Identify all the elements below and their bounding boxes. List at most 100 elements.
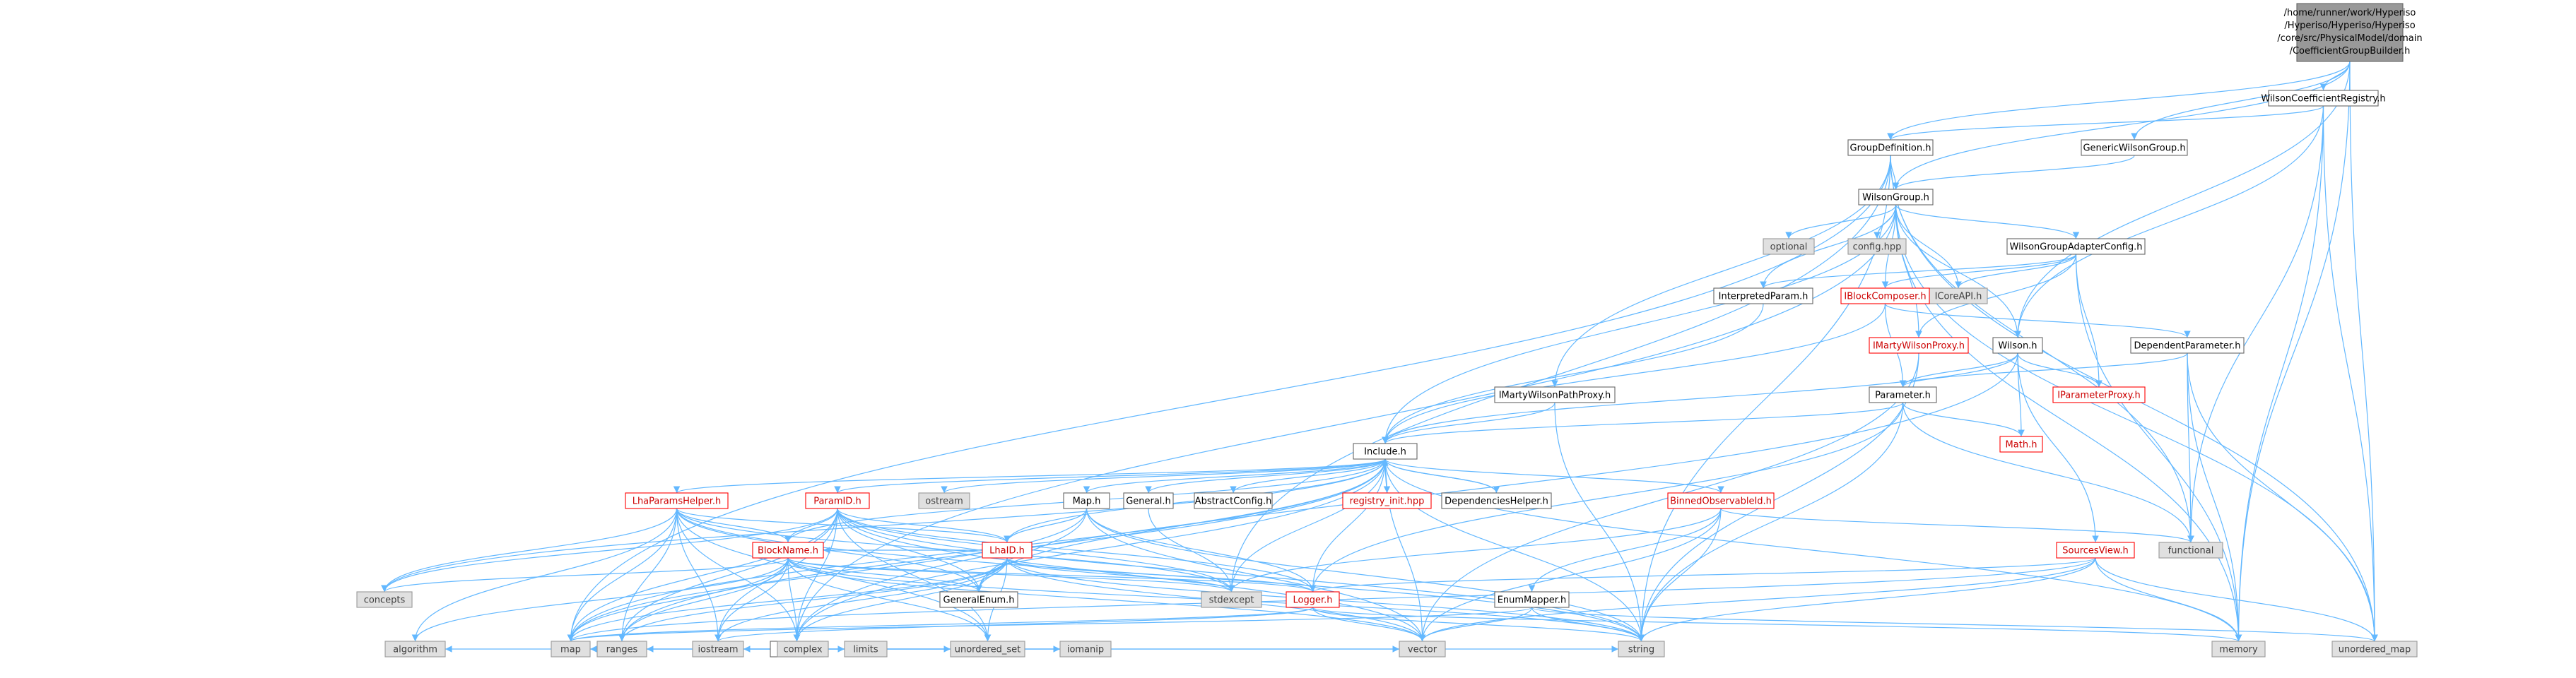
node-imartywilsonproxy[interactable]: IMartyWilsonProxy.h [1869, 337, 1969, 354]
edge-SourcesView-to-vector [1418, 557, 2096, 642]
dependency-edges [381, 61, 2378, 653]
edge-DependentParameter-to-memory [2187, 352, 2242, 642]
node-wilsongroup[interactable]: WilsonGroup.h [1858, 189, 1934, 206]
node-unordered-set[interactable]: unordered_set [950, 641, 1025, 658]
edge-Include-to-AbstractConfig [1230, 458, 1386, 494]
node-lhaid[interactable]: LhaID.h [982, 542, 1033, 559]
edge-WilsonCoefficientRegistry-to-functional [2187, 105, 2324, 543]
node-genericwilsongroup[interactable]: GenericWilsonGroup.h [2081, 139, 2188, 156]
node-sourcesview[interactable]: SourcesView.h [2056, 542, 2135, 559]
node-config[interactable]: config.hpp [1847, 238, 1907, 255]
node-box [1847, 238, 1907, 255]
node-stdexcept[interactable]: stdexcept [1201, 591, 1262, 608]
edge-Include-to-concepts [381, 458, 1386, 593]
node-wilson[interactable]: Wilson.h [1992, 337, 2043, 354]
node-label: vector [1408, 645, 1437, 655]
edge-Include-to-stdexcept [1228, 458, 1386, 593]
node-label: InterpretedParam.h [1719, 292, 1809, 302]
node-ranges[interactable]: ranges [596, 641, 647, 658]
node-box [1286, 591, 1340, 608]
node-unordered-map[interactable]: unordered_map [2331, 641, 2418, 658]
node-mathh[interactable]: Math.h [1999, 436, 2043, 453]
node-blockname[interactable]: BlockName.h [752, 542, 824, 559]
node-complex[interactable]: complex [777, 641, 829, 658]
edge-IMartyWilsonPathProxy-to-Include [1382, 402, 1555, 444]
edge-MapH-to-map [567, 508, 1088, 642]
node-label: IMartyWilsonPathProxy.h [1499, 391, 1611, 401]
node-iblockcomposer[interactable]: IBlockComposer.h [1840, 287, 1930, 304]
node-binnedobservableid[interactable]: BinnedObservableId.h [1667, 492, 1775, 509]
node-iparameterproxy[interactable]: IParameterProxy.h [2052, 386, 2146, 403]
node-box [1618, 641, 1665, 658]
node-box [2056, 542, 2135, 559]
node-dependentparameter[interactable]: DependentParameter.h [2130, 337, 2245, 354]
node-map[interactable]: map [551, 641, 591, 658]
node-wilsongroupadapterconfig[interactable]: WilsonGroupAdapterConfig.h [2006, 238, 2146, 255]
edge-IBlockComposer-to-Include [1382, 303, 1886, 444]
edge-ParamID-to-LhaID [837, 508, 1011, 543]
node-string[interactable]: string [1618, 641, 1665, 658]
edge-WilsonGroupAdapterConfig-to-IBlockComposer [1881, 254, 2077, 289]
edge-InterpretedParam-to-Include [1382, 303, 1764, 444]
edge-WilsonGroup-to-unordered_map [1895, 204, 2378, 642]
node-box [625, 492, 729, 509]
node-label: concepts [364, 595, 406, 606]
edge-MapH-to-GeneralEnum [975, 508, 1088, 593]
node-box [1494, 386, 1616, 403]
node-include[interactable]: Include.h [1353, 443, 1418, 460]
node-label: IBlockComposer.h [1844, 292, 1926, 302]
node-wilsoncoefficientregistry[interactable]: WilsonCoefficientRegistry.h [2261, 90, 2386, 107]
node-icoreapi[interactable]: ICoreAPI.h [1929, 287, 1988, 304]
node-paramid[interactable]: ParamID.h [805, 492, 870, 509]
node-registry-init[interactable]: registry_init.hpp [1342, 492, 1432, 509]
node-label: DependentParameter.h [2134, 341, 2241, 352]
node-interpretedparam[interactable]: InterpretedParam.h [1713, 287, 1813, 304]
edge-Parameter-to-Logger [1309, 402, 1904, 593]
edge-WilsonGroup-to-Wilson [1895, 204, 2021, 338]
edge-LhaParamsHelper-to-BlockName [676, 508, 792, 543]
node-generalenum[interactable]: GeneralEnum.h [939, 591, 1018, 608]
edge-EnumMapper-to-map [567, 607, 1533, 642]
node-dependencieshelper[interactable]: DependenciesHelper.h [1441, 492, 1552, 509]
node-optional[interactable]: optional [1763, 238, 1815, 255]
node-iostream[interactable]: iostream [692, 641, 744, 658]
node-iomanip[interactable]: iomanip [1059, 641, 1112, 658]
node-box [596, 641, 647, 658]
node-vector[interactable]: vector [1399, 641, 1446, 658]
node-label: LhaID.h [989, 546, 1025, 557]
node-imartywilsonpathproxy[interactable]: IMartyWilsonPathProxy.h [1494, 386, 1616, 403]
node-groupdefinition[interactable]: GroupDefinition.h [1847, 139, 1934, 156]
node-label: stdexcept [1209, 595, 1254, 606]
edge-WilsonGroup-to-WilsonGroupAdapterConfig [1895, 204, 2080, 239]
node-ostream[interactable]: ostream [918, 492, 970, 509]
node-generalh[interactable]: General.h [1123, 492, 1174, 509]
node-concepts[interactable]: concepts [356, 591, 413, 608]
node-lhaparamshelper[interactable]: LhaParamsHelper.h [625, 492, 729, 509]
node-box [844, 641, 888, 658]
node-root[interactable]: /home/runner/work/Hyperiso/Hyperiso/Hype… [2277, 3, 2423, 62]
node-logger[interactable]: Logger.h [1286, 591, 1340, 608]
node-memory[interactable]: memory [2211, 641, 2266, 658]
edge-WilsonGroup-to-InterpretedParam [1760, 204, 1897, 289]
node-box [939, 591, 1018, 608]
node-algorithm[interactable]: algorithm [384, 641, 446, 658]
node-label: GenericWilsonGroup.h [2083, 143, 2185, 154]
edge-Wilson-to-Include [1382, 352, 2018, 444]
node-abstractconfig[interactable]: AbstractConfig.h [1194, 492, 1273, 509]
root-label-line: /Hyperiso/Hyperiso/Hyperiso [2284, 20, 2415, 31]
node-enummapper[interactable]: EnumMapper.h [1494, 591, 1570, 608]
node-box [2296, 3, 2404, 62]
edge-LhaParamsHelper-to-map [567, 508, 678, 642]
node-label: Wilson.h [1998, 341, 2037, 352]
node-functional[interactable]: functional [2158, 542, 2223, 559]
node-label: EnumMapper.h [1498, 595, 1567, 606]
node-box [1847, 139, 1934, 156]
edge-IBlockComposer-to-DependentParameter [1884, 303, 2191, 338]
node-maph[interactable]: Map.h [1063, 492, 1110, 509]
edge-Parameter-to-Include [1382, 402, 1904, 444]
edge-GenericWilsonGroup-to-WilsonGroup [1892, 155, 2135, 190]
edge-LhaID-to-ranges [618, 557, 1008, 642]
node-parameter[interactable]: Parameter.h [1869, 386, 1937, 403]
node-limits[interactable]: limits [844, 641, 888, 658]
node-box [950, 641, 1025, 658]
